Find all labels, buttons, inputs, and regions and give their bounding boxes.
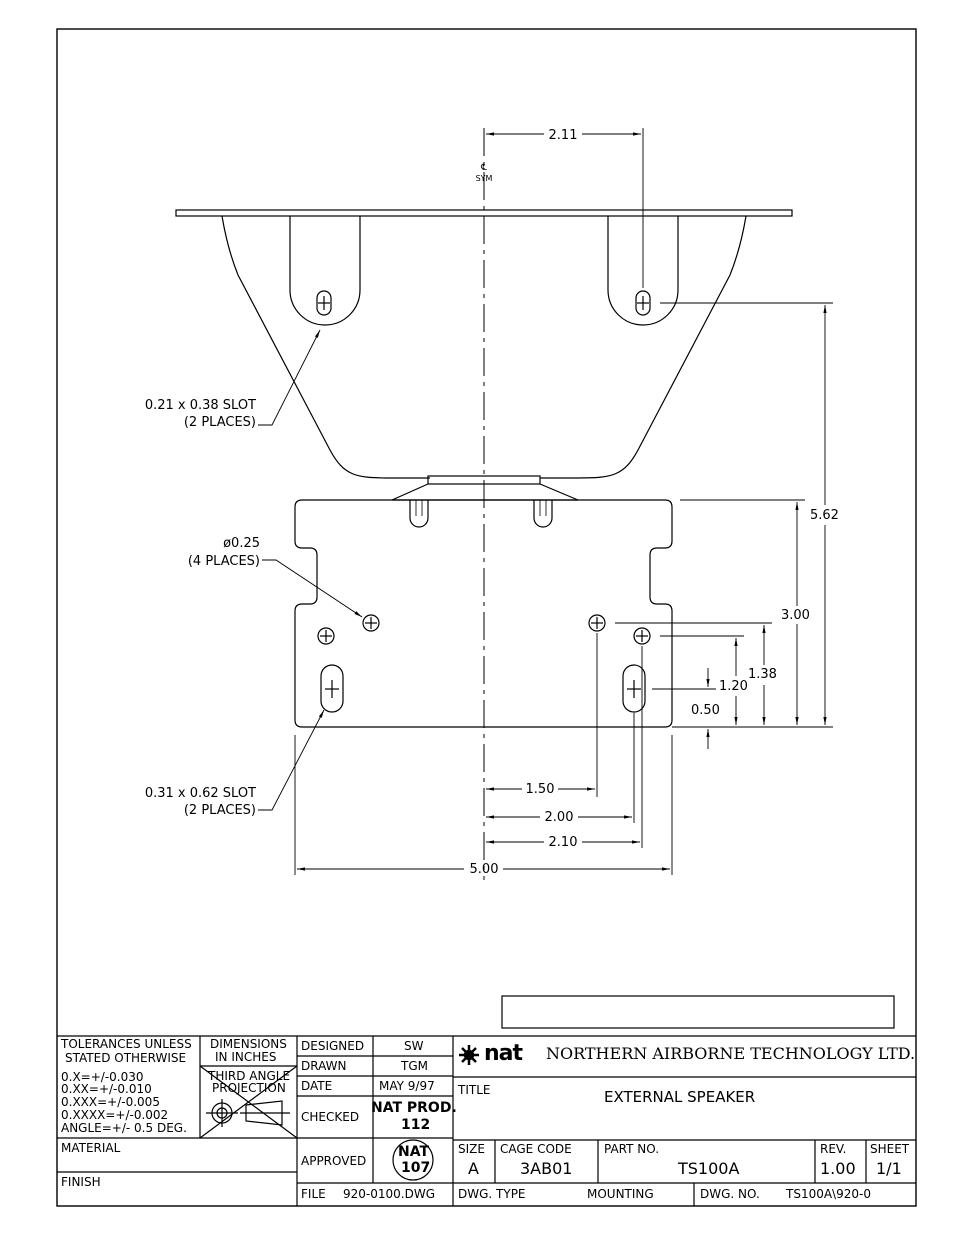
dimensions-note-2: IN INCHES — [215, 1050, 277, 1064]
dwg-type-value: MOUNTING — [587, 1187, 654, 1201]
approved-label: APPROVED — [301, 1154, 367, 1168]
file-label: FILE — [301, 1187, 326, 1201]
tolerances-heading-1: TOLERANCES UNLESS — [61, 1037, 192, 1051]
sheet-border — [56, 28, 917, 1207]
callout-slot-large-2: (2 PLACES) — [184, 803, 256, 818]
part-no-value: TS100A — [678, 1159, 740, 1178]
callout-hole-1: ø0.25 — [223, 536, 260, 551]
sheet-value: 1/1 — [876, 1159, 902, 1178]
dim-2-10: 2.10 — [549, 835, 578, 850]
file-value: 920-0100.DWG — [343, 1187, 435, 1201]
cage-code-value: 3AB01 — [520, 1159, 573, 1178]
checked-value-2: 112 — [401, 1117, 431, 1133]
designed-value: SW — [404, 1039, 424, 1053]
date-label: DATE — [301, 1079, 333, 1093]
tolerance-angle: ANGLE=+/- 0.5 DEG. — [61, 1121, 187, 1135]
dimensions-note-1: DIMENSIONS — [210, 1037, 287, 1051]
tolerance-x: 0.X=+/-0.030 — [61, 1070, 144, 1084]
sym-mark: ℄ — [480, 163, 487, 173]
tolerance-xxx: 0.XXX=+/-0.005 — [61, 1095, 160, 1109]
approved-value-2: 107 — [401, 1160, 431, 1176]
lower-plate — [294, 499, 673, 728]
drawing-title: EXTERNAL SPEAKER — [604, 1088, 756, 1106]
size-value: A — [468, 1159, 479, 1178]
revision-box — [501, 995, 895, 1029]
dim-1-20: 1.20 — [719, 679, 748, 694]
tolerances-heading-2: STATED OTHERWISE — [65, 1051, 187, 1065]
title-block-grid — [57, 1035, 916, 1206]
callout-slot-small-1: 0.21 x 0.38 SLOT — [145, 398, 256, 413]
callout-hole-2: (4 PLACES) — [188, 554, 260, 569]
projection-note-1: THIRD ANGLE — [208, 1069, 291, 1083]
dim-5-00: 5.00 — [470, 862, 499, 877]
rev-label: REV. — [820, 1142, 847, 1156]
nat-logo-icon — [459, 1045, 479, 1065]
dim-5-62: 5.62 — [810, 508, 839, 523]
approved-value-1: NAT — [398, 1144, 430, 1160]
finish-label: FINISH — [61, 1175, 101, 1189]
dwg-type-label: DWG. TYPE — [458, 1187, 526, 1201]
designed-label: DESIGNED — [301, 1039, 365, 1053]
company-name: NORTHERN AIRBORNE TECHNOLOGY LTD. — [546, 1044, 916, 1063]
dim-0-50: 0.50 — [691, 703, 720, 718]
dwg-no-value: TS100A\920-0 — [786, 1187, 871, 1201]
callout-slot-large-1: 0.31 x 0.62 SLOT — [145, 786, 256, 801]
callout-slot-small-2: (2 PLACES) — [184, 415, 256, 430]
dim-1-38: 1.38 — [748, 667, 777, 682]
part-no-label: PART NO. — [604, 1142, 660, 1156]
checked-value-1: NAT PROD. — [371, 1100, 457, 1116]
sym-label: SYM — [476, 174, 493, 183]
date-value: MAY 9/97 — [379, 1079, 435, 1093]
material-label: MATERIAL — [61, 1141, 121, 1155]
rev-value: 1.00 — [820, 1159, 856, 1178]
dimension-labels: 2.11 ℄ SYM 5.62 3.00 1.38 1.20 0.50 1.50… — [145, 128, 839, 877]
dimension-lines — [258, 128, 833, 875]
size-label: SIZE — [458, 1142, 485, 1156]
dim-2-11: 2.11 — [549, 128, 578, 143]
tolerance-xx: 0.XX=+/-0.010 — [61, 1082, 152, 1096]
tolerance-xxxx: 0.XXXX=+/-0.002 — [61, 1108, 169, 1122]
logo-text: nat — [484, 1041, 523, 1066]
drawn-label: DRAWN — [301, 1059, 347, 1073]
projection-note-2: PROJECTION — [212, 1081, 286, 1095]
cage-code-label: CAGE CODE — [500, 1142, 572, 1156]
drawn-value: TGM — [401, 1059, 428, 1073]
title-label: TITLE — [458, 1083, 491, 1097]
dim-3-00: 3.00 — [781, 608, 810, 623]
dim-1-50: 1.50 — [526, 782, 555, 797]
sheet-label: SHEET — [870, 1142, 910, 1156]
dwg-no-label: DWG. NO. — [700, 1187, 760, 1201]
checked-label: CHECKED — [301, 1110, 360, 1124]
dim-2-00: 2.00 — [545, 810, 574, 825]
